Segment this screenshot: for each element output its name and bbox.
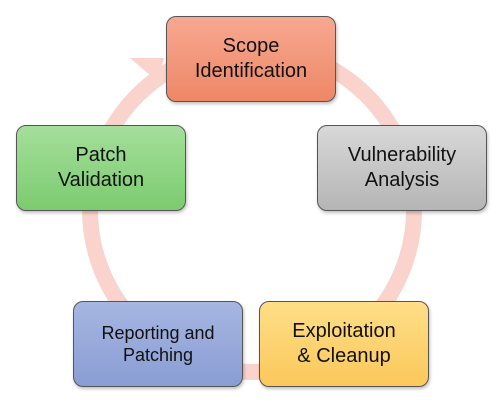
stage-vulnerability-label: Vulnerability Analysis — [347, 144, 457, 191]
stage-patch-label: Patch Validation — [57, 144, 145, 191]
stage-exploitation-label: Exploitation & Cleanup — [292, 320, 396, 367]
stage-reporting-patching: Reporting and Patching — [73, 301, 243, 387]
cycle-arrowhead — [130, 58, 164, 82]
stage-exploitation-cleanup: Exploitation & Cleanup — [259, 301, 429, 387]
stage-scope-identification: Scope Identification — [166, 16, 336, 102]
stage-scope-label: Scope Identification — [194, 35, 308, 82]
stage-vulnerability-analysis: Vulnerability Analysis — [317, 125, 487, 211]
stage-reporting-label: Reporting and Patching — [101, 322, 215, 366]
stage-patch-validation: Patch Validation — [16, 125, 186, 211]
